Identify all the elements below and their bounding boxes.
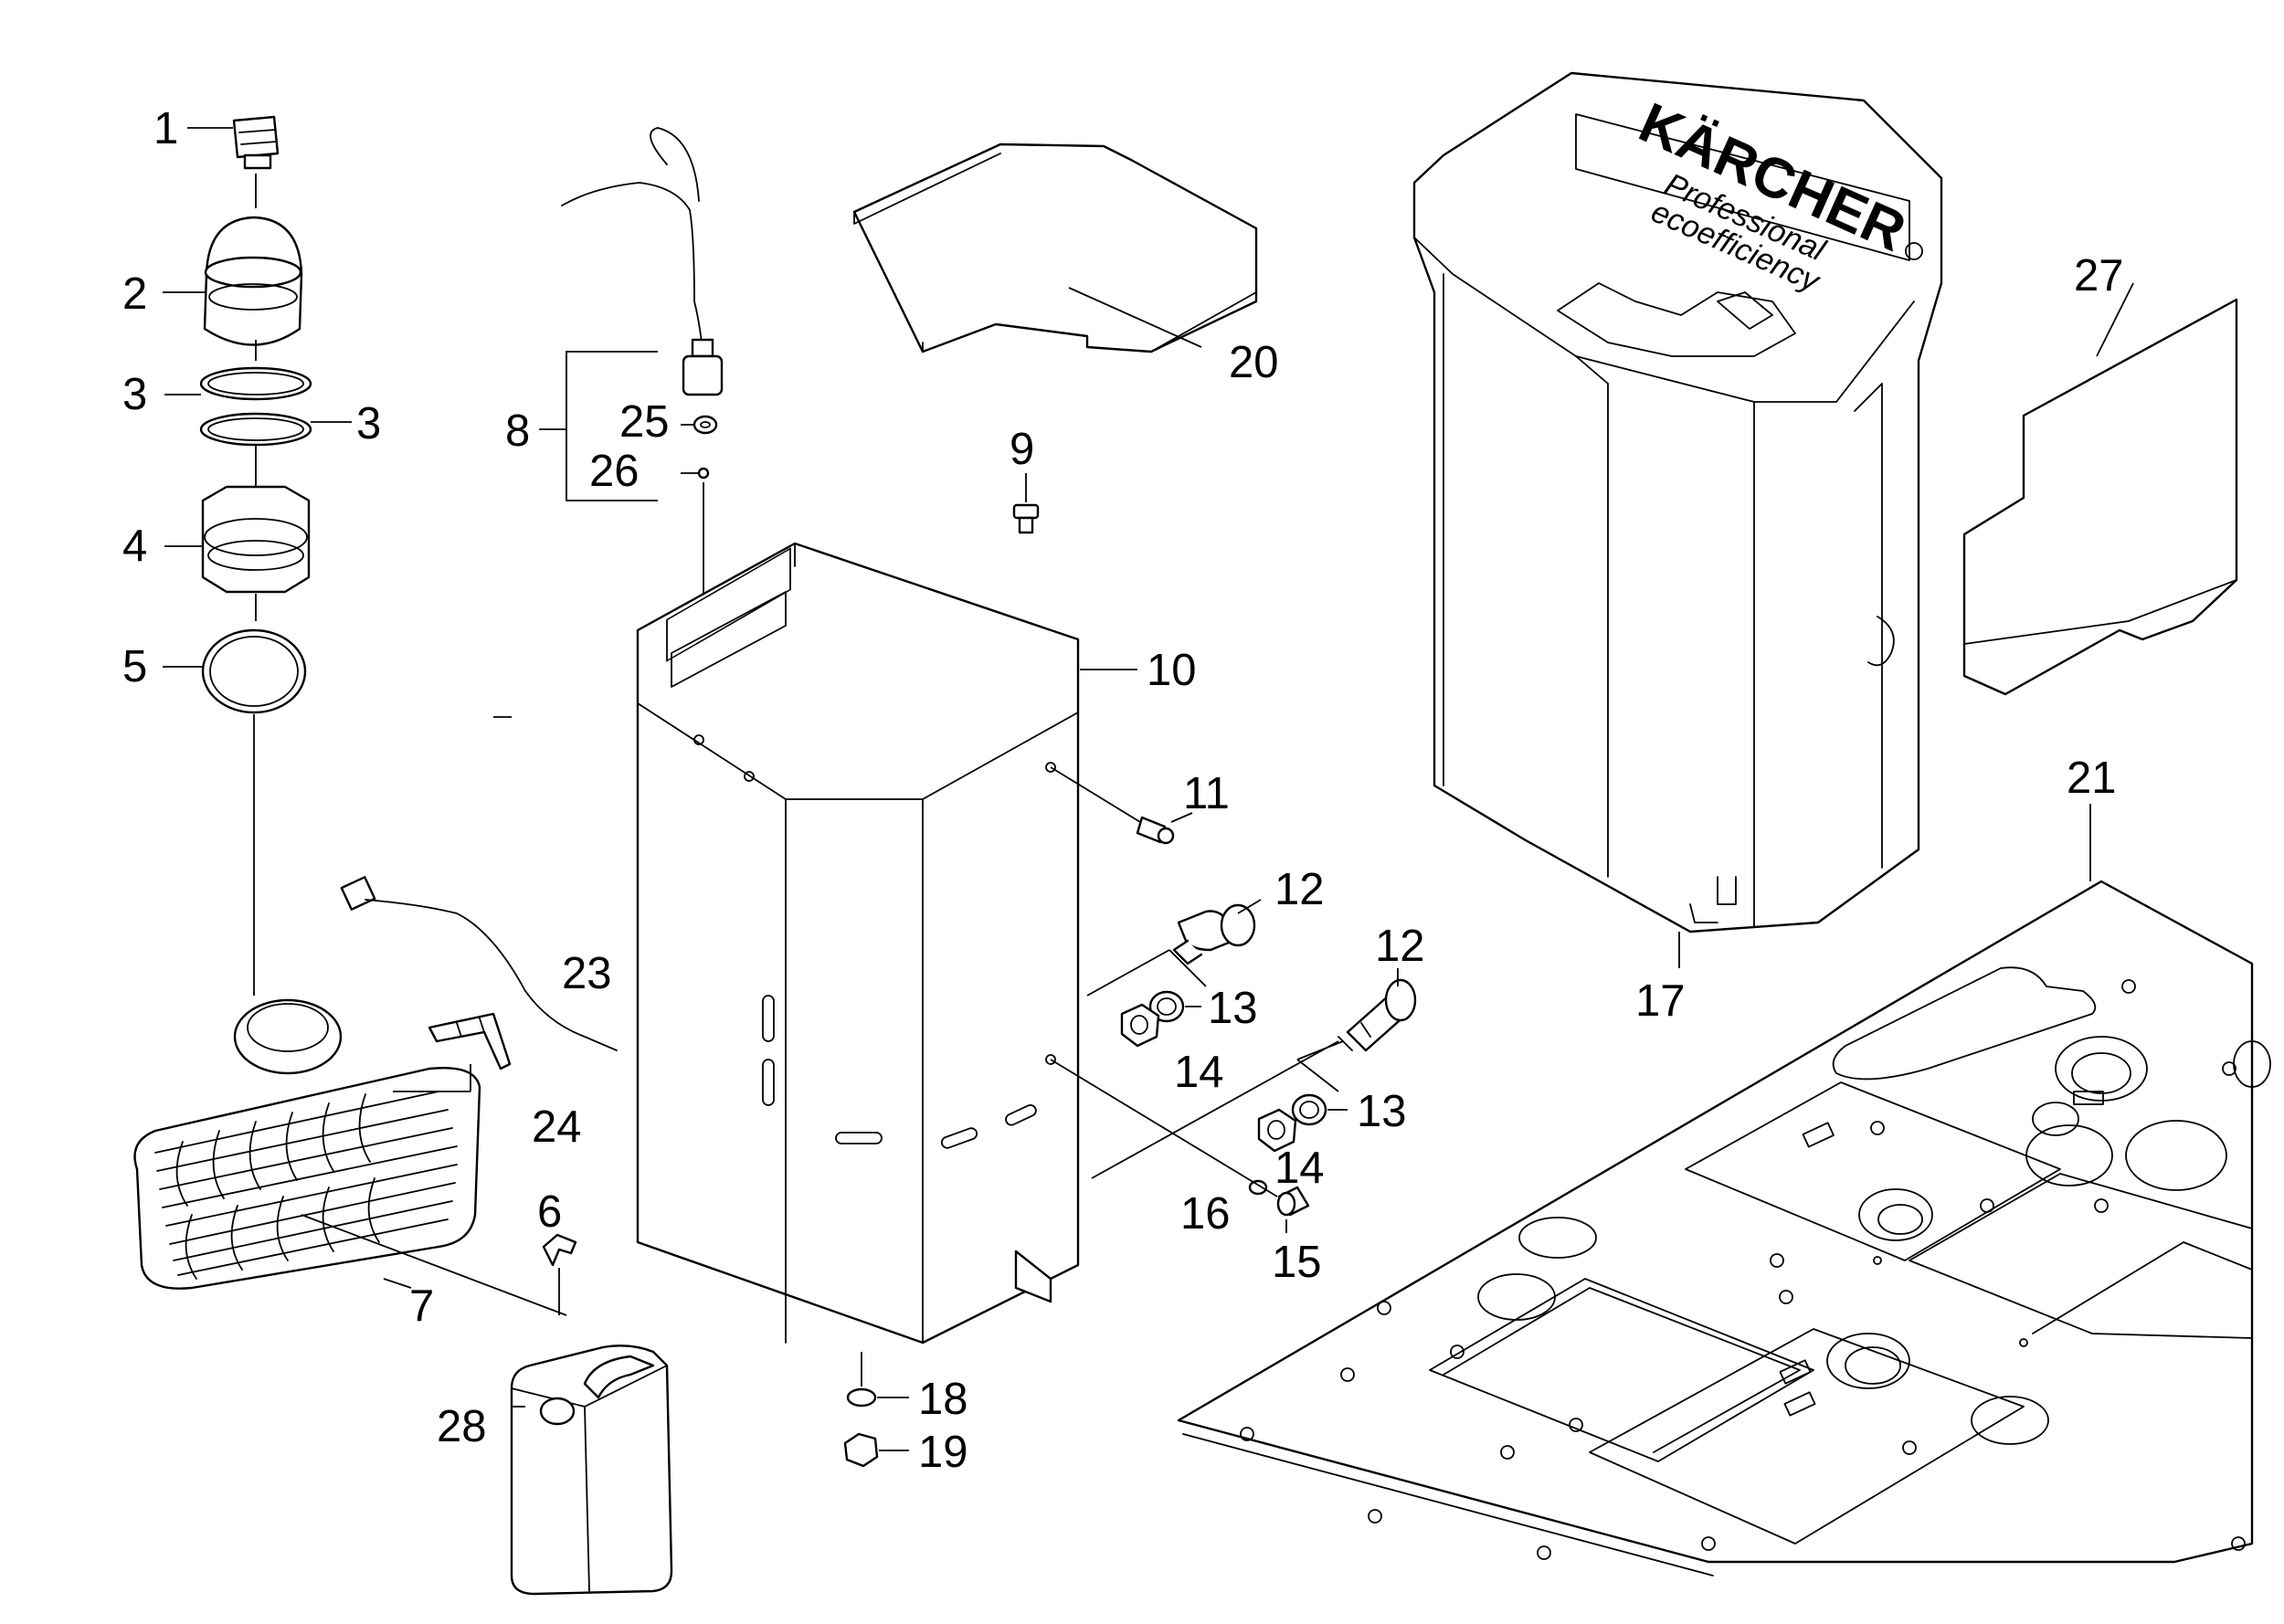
part-13-o-ring-b — [1291, 1093, 1327, 1126]
part-14-nut-a — [1120, 1003, 1160, 1048]
part-24-clip — [428, 1012, 512, 1070]
part-11-fitting — [1136, 816, 1175, 845]
label-4: 4 — [122, 522, 147, 571]
part-2-cap — [203, 216, 303, 346]
part-18-washer — [846, 1387, 877, 1408]
part-8-sensor — [561, 127, 724, 396]
label-1: 1 — [153, 104, 178, 153]
label-17: 17 — [1635, 976, 1686, 1026]
part-4-hex-nut — [201, 485, 311, 594]
label-23: 23 — [562, 949, 612, 998]
sensor-bracket — [539, 351, 658, 501]
label-3a: 3 — [122, 370, 147, 419]
part-28-canister — [510, 1345, 673, 1596]
part-27-panel — [1962, 298, 2238, 696]
label-3b: 3 — [356, 399, 381, 448]
label-26: 26 — [589, 447, 640, 496]
part-10-housing — [636, 542, 1080, 1345]
part-5-gasket — [201, 628, 307, 714]
part-6-spring-clip — [542, 1233, 577, 1267]
label-8: 8 — [505, 406, 530, 456]
part-19-drain-plug — [843, 1432, 879, 1468]
label-10: 10 — [1147, 646, 1197, 695]
label-25: 25 — [619, 397, 670, 447]
part-3-o-rings — [199, 366, 312, 447]
label-24: 24 — [532, 1102, 582, 1152]
label-14a: 14 — [1174, 1048, 1224, 1097]
label-28: 28 — [437, 1402, 487, 1451]
label-21: 21 — [2067, 754, 2117, 803]
label-18: 18 — [918, 1375, 968, 1424]
part-7-heating-element — [133, 642, 567, 1316]
part-12b-straight-fitting — [1338, 978, 1417, 1052]
part-26-ring — [697, 467, 710, 480]
part-14-nut-b — [1257, 1108, 1297, 1153]
label-9: 9 — [1010, 425, 1034, 474]
label-16: 16 — [1180, 1189, 1231, 1239]
label-27: 27 — [2074, 251, 2124, 301]
label-13b: 13 — [1357, 1087, 1407, 1136]
label-13a: 13 — [1208, 984, 1258, 1033]
part-23-cable — [340, 876, 618, 1051]
label-5: 5 — [122, 642, 147, 691]
label-7: 7 — [409, 1281, 434, 1331]
part-20-cover-plate — [852, 142, 1258, 353]
part-17-tank — [1412, 71, 1943, 933]
part-12-elbow — [1172, 903, 1256, 965]
part-21-base-plate — [1177, 880, 2271, 1577]
label-12b: 12 — [1375, 922, 1425, 971]
part-13-o-ring-a — [1148, 990, 1185, 1023]
label-19: 19 — [918, 1428, 968, 1477]
part-labels: 1 2 3 3 4 5 6 7 8 9 10 11 12 12 13 13 14… — [122, 104, 2124, 1477]
label-12a: 12 — [1274, 865, 1325, 914]
label-11: 11 — [1183, 769, 1230, 818]
leader-lines — [163, 127, 2134, 1451]
label-20: 20 — [1229, 338, 1279, 387]
label-2: 2 — [122, 269, 147, 319]
label-14b: 14 — [1274, 1144, 1325, 1193]
label-15: 15 — [1272, 1238, 1322, 1287]
label-6: 6 — [537, 1187, 562, 1237]
part-25-washer — [693, 415, 718, 435]
part-16-washer — [1248, 1179, 1268, 1196]
part-1-plug — [232, 115, 280, 170]
part-9-screw — [1012, 503, 1040, 534]
part-15-nipple — [1276, 1186, 1310, 1217]
